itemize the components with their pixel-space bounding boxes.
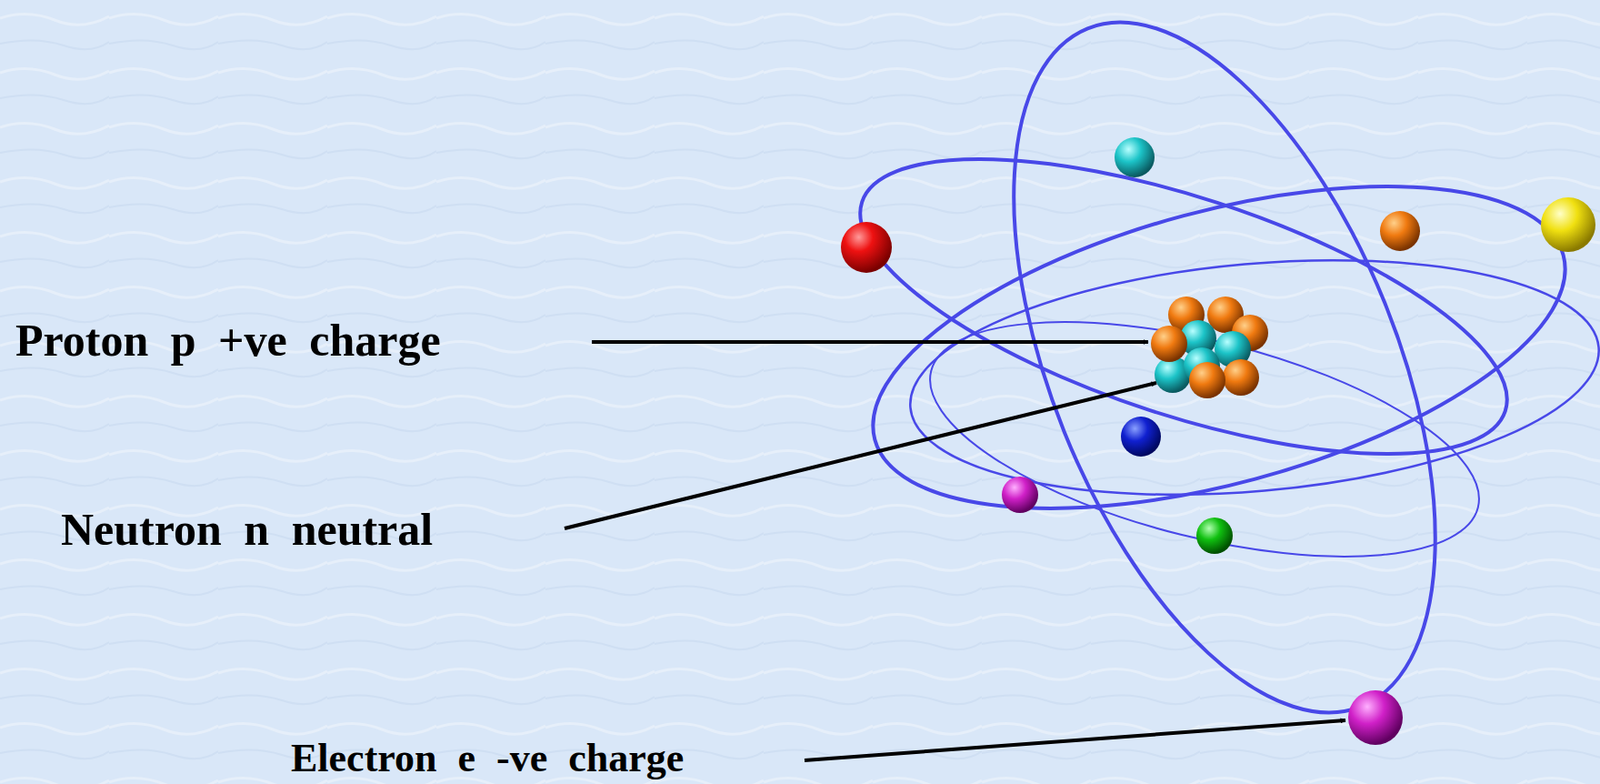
leader-line: [804, 720, 1346, 760]
part-label: Proton p +ve charge: [15, 315, 441, 366]
leader-line: [564, 382, 1157, 529]
leader-line: [591, 340, 1149, 344]
part-label: Neutron n neutral: [60, 504, 433, 555]
part-label: Electron e -ve charge: [290, 736, 684, 780]
